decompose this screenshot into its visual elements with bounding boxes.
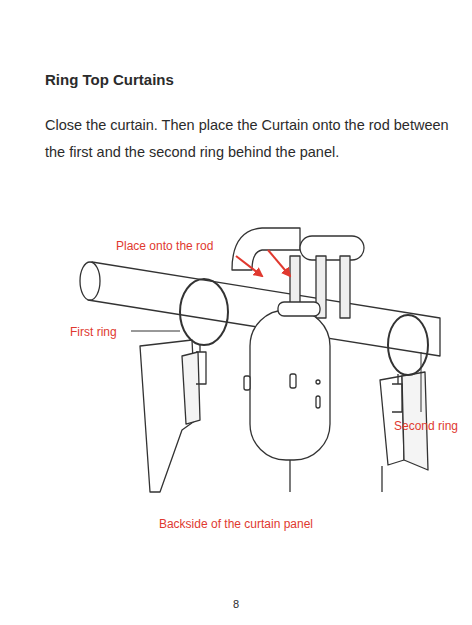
panel-edge xyxy=(381,466,382,492)
placement-arrow xyxy=(268,250,290,276)
instruction-text: Close the curtain. Then place the Curtai… xyxy=(45,112,465,166)
first-ring xyxy=(180,279,228,345)
ring-hook xyxy=(196,344,206,384)
device-led xyxy=(316,380,320,384)
callout-label: Second ring xyxy=(394,418,458,434)
placement-arrow xyxy=(236,256,262,276)
second-ring xyxy=(388,315,428,375)
callout-label: First ring xyxy=(70,324,117,340)
device-button xyxy=(244,376,250,390)
clamp-rail xyxy=(340,256,350,318)
device-clamp xyxy=(300,236,364,260)
device-port xyxy=(316,396,320,408)
device-button xyxy=(290,374,296,388)
callout-label: Backside of the curtain panel xyxy=(159,516,313,532)
callout-label: Place onto the rod xyxy=(116,238,213,254)
panel-fold xyxy=(182,352,200,424)
leader-line xyxy=(131,331,180,332)
rod-end xyxy=(80,262,100,300)
page-heading: Ring Top Curtains xyxy=(45,71,174,88)
leader-line xyxy=(421,352,422,412)
page-number: 8 xyxy=(233,597,239,611)
ring-hook xyxy=(392,374,402,412)
panel-edge xyxy=(289,460,290,492)
curtain-motor xyxy=(250,310,330,460)
device-top xyxy=(278,302,320,316)
